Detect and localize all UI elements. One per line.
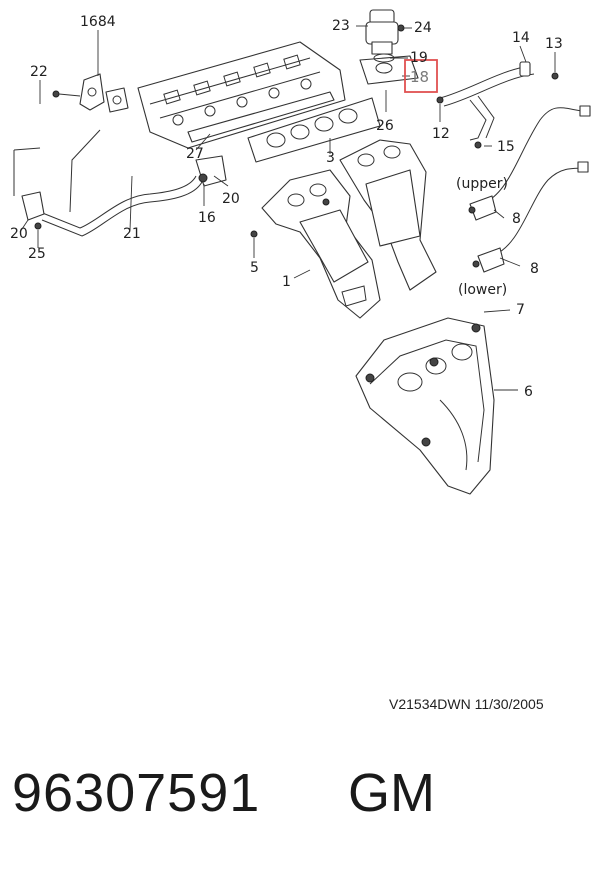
cylinder-head xyxy=(137,41,346,149)
callout-19[interactable]: 19 xyxy=(410,50,428,66)
callout-labels: 1684 22 23 24 19 18 14 13 26 12 15 27 3 … xyxy=(10,14,563,400)
callout-3[interactable]: 3 xyxy=(326,150,335,166)
egr-valve xyxy=(359,9,419,85)
callout-20-left[interactable]: 20 xyxy=(10,226,28,242)
leader-lines xyxy=(19,25,556,391)
exhaust-manifold-front xyxy=(250,169,381,319)
egr-bracket xyxy=(52,73,129,113)
callout-8-upper[interactable]: 8 xyxy=(512,211,521,227)
drawing-code: V21534DWN 11/30/2005 xyxy=(389,696,544,712)
callout-18[interactable]: 18 xyxy=(410,68,429,86)
egr-pipe xyxy=(436,61,559,149)
callout-12[interactable]: 12 xyxy=(432,126,450,142)
head-gasket-strip xyxy=(187,91,335,143)
callout-14[interactable]: 14 xyxy=(512,30,530,46)
callout-7[interactable]: 7 xyxy=(516,302,525,318)
callout-21[interactable]: 21 xyxy=(123,226,141,242)
label-lower: (lower) xyxy=(458,282,507,298)
callout-8-lower[interactable]: 8 xyxy=(530,261,539,277)
heat-shield xyxy=(355,317,495,495)
lower-oxygen-sensor xyxy=(472,161,589,273)
brand-name: GM xyxy=(348,763,435,823)
exhaust-manifold-rear xyxy=(339,139,437,291)
callout-1[interactable]: 1 xyxy=(282,274,291,290)
callout-25[interactable]: 25 xyxy=(28,246,46,262)
callout-23[interactable]: 23 xyxy=(332,18,350,34)
callout-20-right[interactable]: 20 xyxy=(222,191,240,207)
callout-15[interactable]: 15 xyxy=(497,139,515,155)
callout-5[interactable]: 5 xyxy=(250,260,259,276)
callout-22[interactable]: 22 xyxy=(30,64,48,80)
callout-27[interactable]: 27 xyxy=(186,146,204,162)
callout-1684[interactable]: 1684 xyxy=(80,14,116,30)
coolant-pipe xyxy=(13,129,227,237)
callout-6[interactable]: 6 xyxy=(524,384,533,400)
callout-26[interactable]: 26 xyxy=(376,118,394,134)
callout-13[interactable]: 13 xyxy=(545,36,563,52)
callout-16[interactable]: 16 xyxy=(198,210,216,226)
highlight-box xyxy=(404,59,438,93)
callout-24[interactable]: 24 xyxy=(414,20,432,36)
upper-oxygen-sensor xyxy=(468,105,591,221)
exploded-parts-diagram: 1684 22 23 24 19 18 14 13 26 12 15 27 3 … xyxy=(10,9,591,495)
label-upper: (upper) xyxy=(456,176,508,192)
part-number: 96307591 xyxy=(12,763,261,823)
manifold-gasket xyxy=(247,97,381,163)
